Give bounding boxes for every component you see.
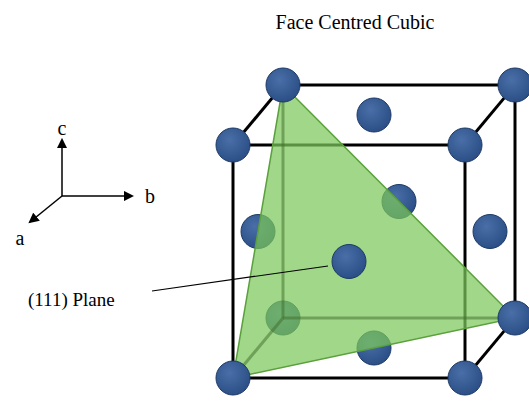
atom — [448, 361, 482, 395]
cube-edge — [464, 145, 467, 378]
atom — [473, 215, 507, 249]
diagram-title: Face Centred Cubic — [276, 11, 435, 33]
atom — [498, 68, 529, 102]
plane-111 — [233, 85, 515, 378]
atom — [498, 301, 529, 335]
cube-edge — [233, 144, 465, 147]
hidden-edges — [233, 85, 515, 378]
atom — [332, 245, 366, 279]
atom — [357, 98, 391, 132]
atom — [448, 128, 482, 162]
plane-label: (111) Plane — [28, 290, 115, 311]
axis-label: b — [145, 185, 155, 207]
axis-label: a — [16, 227, 25, 249]
cube-edge — [514, 85, 517, 318]
atom — [266, 68, 300, 102]
atom — [216, 361, 250, 395]
atom — [216, 128, 250, 162]
leader-line — [152, 266, 328, 291]
cube-edge — [283, 84, 515, 87]
axis-label: c — [58, 117, 67, 139]
cube-edge — [232, 145, 235, 378]
front-atoms — [216, 68, 529, 395]
cube-edge — [233, 377, 465, 380]
axes — [30, 140, 132, 222]
cube-edges — [233, 85, 515, 378]
